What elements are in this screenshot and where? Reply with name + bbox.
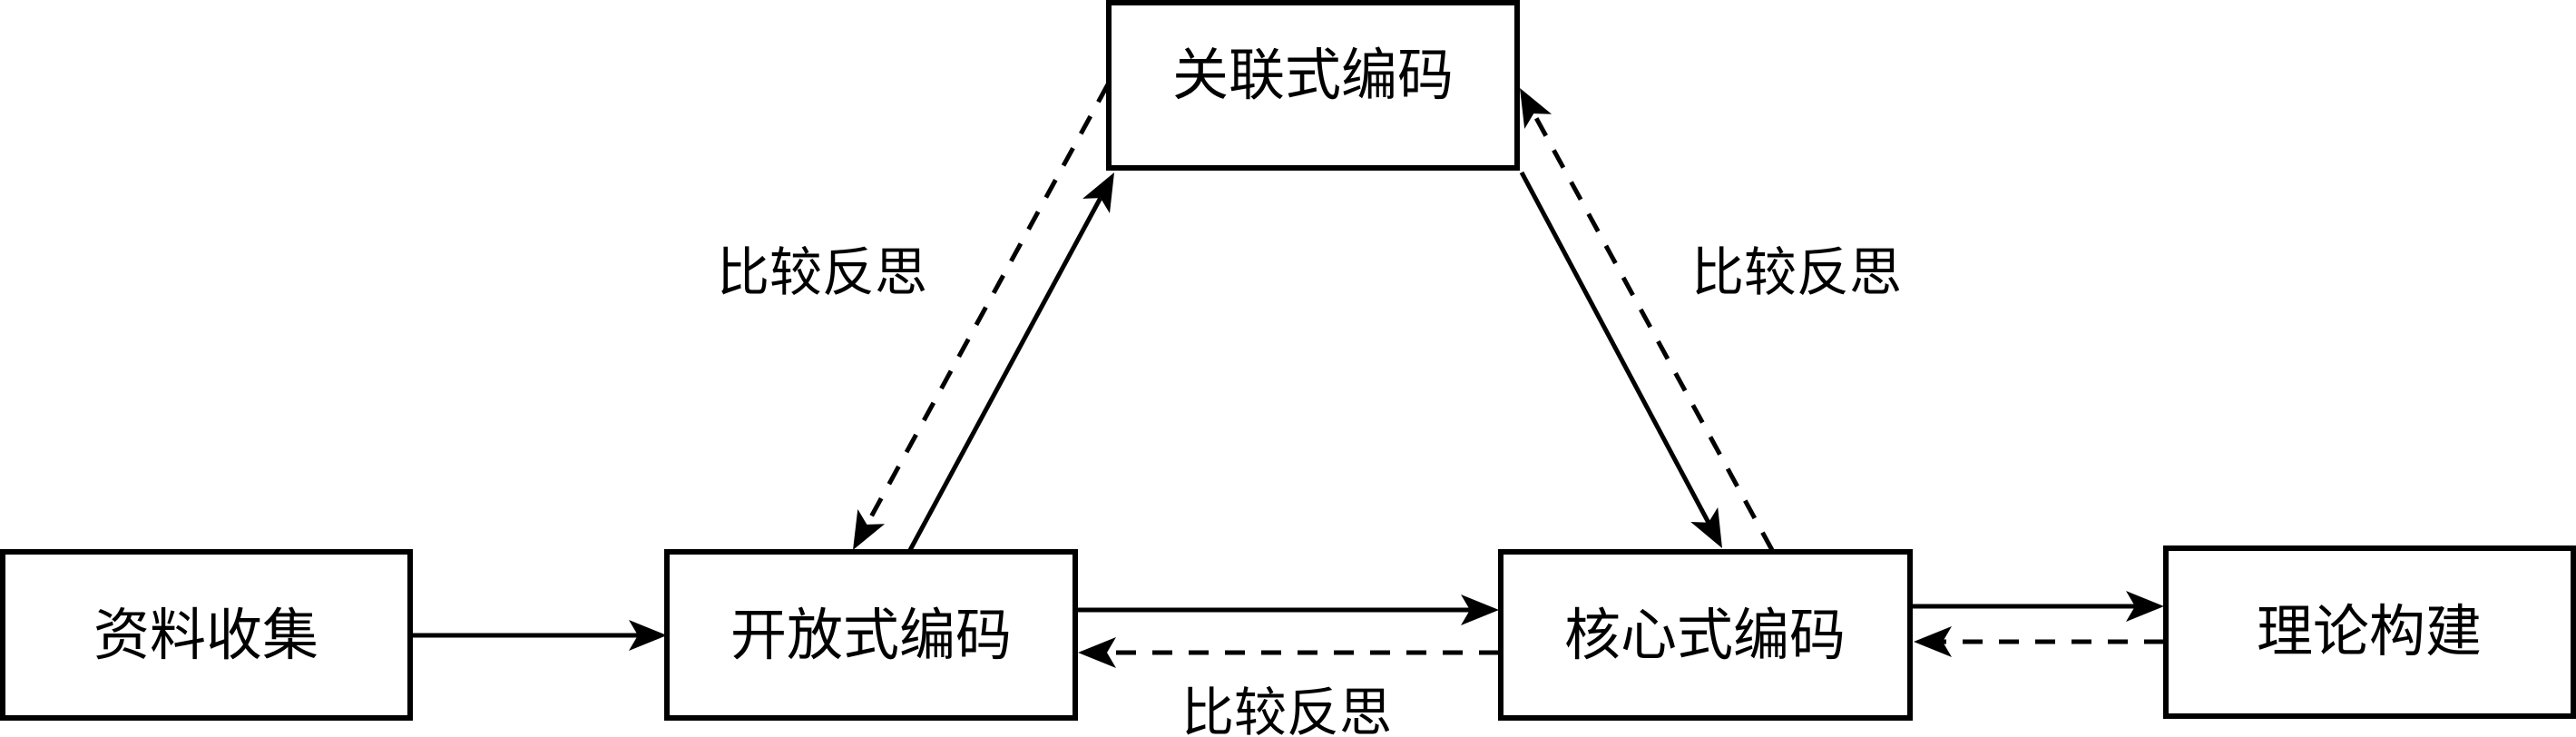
edges xyxy=(413,83,2164,668)
node-collect-label: 资料收集 xyxy=(93,602,318,668)
edge-core-to-axial xyxy=(1532,112,1775,552)
edge-label-right-diagonal: 比较反思 xyxy=(1691,241,1902,303)
node-axial-label: 关联式编码 xyxy=(1172,42,1454,108)
node-collect-box xyxy=(0,549,413,721)
edge-label-left-diagonal: 比较反思 xyxy=(717,241,927,303)
node-open-label: 开放式编码 xyxy=(730,602,1012,668)
edge-label-bottom: 比较反思 xyxy=(1181,682,1392,737)
node-theory-box xyxy=(2163,545,2576,719)
node-core-box xyxy=(1498,549,1913,721)
node-core-label: 核心式编码 xyxy=(1564,602,1846,668)
node-collect: 资料收集 xyxy=(0,549,413,721)
node-core: 核心式编码 xyxy=(1498,549,1913,721)
arrowhead-icon xyxy=(1461,595,1499,625)
node-theory: 理论构建 xyxy=(2163,545,2576,719)
edge-axial-to-core xyxy=(1519,171,1711,524)
arrowhead-icon xyxy=(1914,626,1952,657)
edge-axial-to-open xyxy=(865,83,1111,526)
edge-open-to-axial xyxy=(907,196,1102,552)
arrowhead-icon xyxy=(1520,88,1552,129)
arrowhead-icon xyxy=(1082,172,1114,213)
arrowhead-icon xyxy=(1690,506,1722,548)
arrowhead-icon xyxy=(2126,591,2164,622)
node-axial-box xyxy=(1106,0,1520,171)
node-open-box xyxy=(664,549,1078,721)
node-theory-label: 理论构建 xyxy=(2257,598,2482,664)
arrowhead-icon xyxy=(853,509,886,550)
node-axial: 关联式编码 xyxy=(1106,0,1520,171)
node-open: 开放式编码 xyxy=(664,549,1078,721)
arrowhead-icon xyxy=(1078,637,1116,668)
arrowhead-icon xyxy=(629,620,667,651)
